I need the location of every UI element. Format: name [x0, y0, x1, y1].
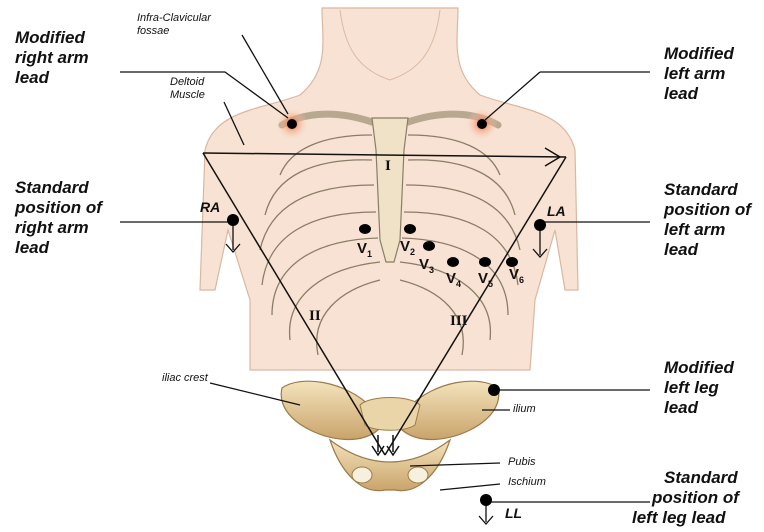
ll-tag: LL: [505, 505, 522, 522]
v-index: 2: [410, 247, 415, 257]
modified-left-arm-label: Modified left arm lead: [664, 44, 734, 104]
modified-left-leg-electrode: [488, 384, 500, 396]
label-line: left arm: [664, 220, 751, 240]
v-index: 6: [519, 275, 524, 285]
v-letter: V: [419, 256, 429, 273]
modified-left-leg-label: Modified left leg lead: [664, 358, 734, 418]
label-line: left leg: [664, 378, 734, 398]
standard-left-arm-label: Standard position of left arm lead: [664, 180, 751, 260]
standard-left-leg-label: Standard position of left leg lead: [632, 468, 739, 528]
label-line: right arm: [15, 48, 89, 68]
standard-right-arm-label: Standard position of right arm lead: [15, 178, 102, 258]
v3-label: V3: [419, 256, 434, 275]
v4-label: V4: [446, 270, 461, 289]
label-line: lead: [664, 84, 734, 104]
iliac-crest-label: iliac crest: [162, 372, 208, 385]
v-letter: V: [446, 270, 456, 287]
label-line: Modified: [664, 358, 734, 378]
ra-tag: RA: [200, 199, 220, 216]
pelvis: [281, 381, 499, 490]
v-letter: V: [400, 238, 410, 255]
label-line: right arm: [15, 218, 102, 238]
ischium-label: Ischium: [508, 476, 546, 489]
label-line: left leg lead: [632, 508, 739, 528]
label-line: Infra-Clavicular: [137, 12, 211, 25]
la-tag: LA: [547, 203, 566, 220]
label-line: fossae: [137, 25, 211, 38]
label-line: left arm: [664, 64, 734, 84]
modified-left-arm-electrode: [477, 119, 487, 129]
v2-label: V2: [400, 238, 415, 257]
infra-clavicular-label: Infra-Clavicular fossae: [137, 12, 211, 37]
modified-right-arm-electrode: [287, 119, 297, 129]
v6-label: V6: [509, 266, 524, 285]
v-letter: V: [357, 240, 367, 257]
label-line: lead: [664, 240, 751, 260]
label-line: Modified: [15, 28, 89, 48]
ilium-label: ilium: [513, 403, 536, 416]
label-line: position of: [15, 198, 102, 218]
ll-electrode: [479, 494, 493, 524]
v-index: 5: [488, 279, 493, 289]
label-line: lead: [15, 238, 102, 258]
v-letter: V: [509, 266, 519, 283]
pubis-label: Pubis: [508, 456, 536, 469]
label-line: Muscle: [170, 89, 205, 102]
label-line: Modified: [664, 44, 734, 64]
lead-i-label: I: [385, 158, 391, 175]
label-line: lead: [664, 398, 734, 418]
lead-iii-label: III: [450, 313, 468, 330]
v5-label: V5: [478, 270, 493, 289]
v-index: 4: [456, 279, 461, 289]
lead-ii-label: II: [309, 308, 321, 325]
v-index: 3: [429, 265, 434, 275]
v-index: 1: [367, 249, 372, 259]
label-line: Standard: [664, 180, 751, 200]
deltoid-label: Deltoid Muscle: [170, 76, 205, 101]
label-line: Standard: [15, 178, 102, 198]
label-line: position of: [664, 200, 751, 220]
label-line: Deltoid: [170, 76, 205, 89]
label-line: position of: [632, 488, 739, 508]
v1-label: V1: [357, 240, 372, 259]
v-letter: V: [478, 270, 488, 287]
label-line: lead: [15, 68, 89, 88]
modified-right-arm-label: Modified right arm lead: [15, 28, 89, 88]
label-line: Standard: [632, 468, 739, 488]
